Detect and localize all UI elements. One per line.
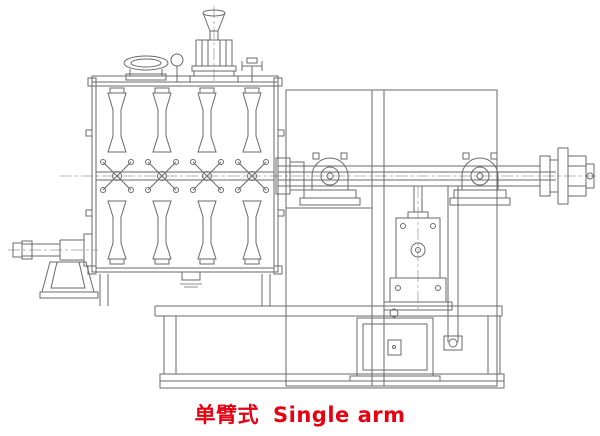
gearbox [383,186,453,311]
left-discharge-shaft [12,233,93,267]
support-frame [285,89,498,387]
bearing-pedestal-right [449,152,511,206]
caption-chinese: 单臂式 [194,403,260,427]
plow-tools [96,87,274,265]
bearing-pedestal-left [299,152,361,206]
motor [349,308,441,382]
left-support-bracket [39,261,99,299]
caption-english: Single arm [273,403,406,427]
feed-hopper [189,9,239,83]
pressure-gauge [170,53,184,82]
drive-shaft [275,157,556,195]
manhole-cover [123,55,169,81]
coupling-drive [539,147,595,205]
belt-guard [443,186,463,351]
top-valve [241,57,263,82]
base-frame [99,274,505,389]
caption: 单臂式 Single arm [0,399,600,429]
mixing-vessel [85,75,285,288]
